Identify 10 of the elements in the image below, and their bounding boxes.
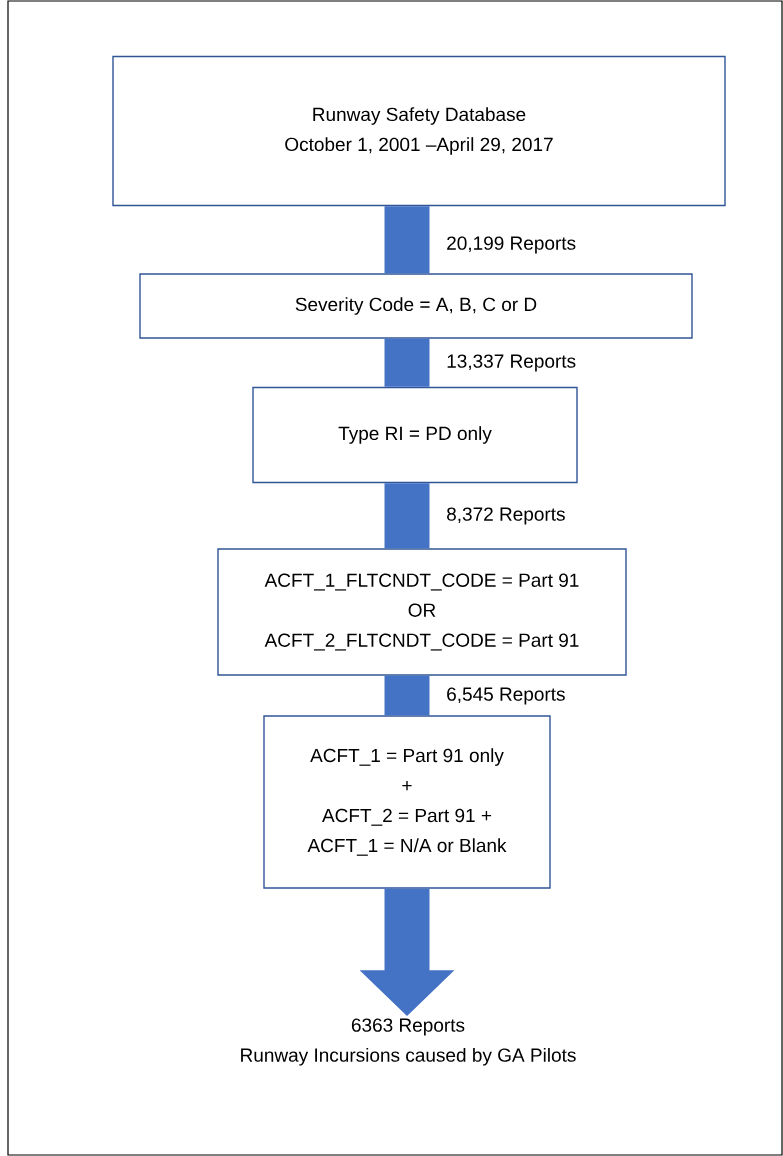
- count-label: 6,545 Reports: [445, 686, 567, 706]
- count-label: 20,199 Reports: [445, 235, 578, 255]
- process-box: Severity Code = A, B, C or D: [139, 273, 693, 339]
- count-label: 13,337 Reports: [445, 353, 578, 373]
- result-text: 6363 Reports Runway Incursions caused by GA Pilots: [241, 1018, 576, 1066]
- process-box: Type RI = PD only: [252, 386, 578, 484]
- process-box: Runway Safety Database October 1, 2001 –April 29, 2017: [112, 55, 726, 207]
- process-box: ACFT_1_FLTCNDT_CODE = Part 91 OR ACFT_2_FLTCNDT_CODE = Part 91: [217, 548, 627, 676]
- process-box: ACFT_1 = Part 91 only + ACFT_2 = Part 91 + ACFT_1 = N/A or Blank: [263, 715, 551, 889]
- count-label: 8,372 Reports: [445, 506, 567, 526]
